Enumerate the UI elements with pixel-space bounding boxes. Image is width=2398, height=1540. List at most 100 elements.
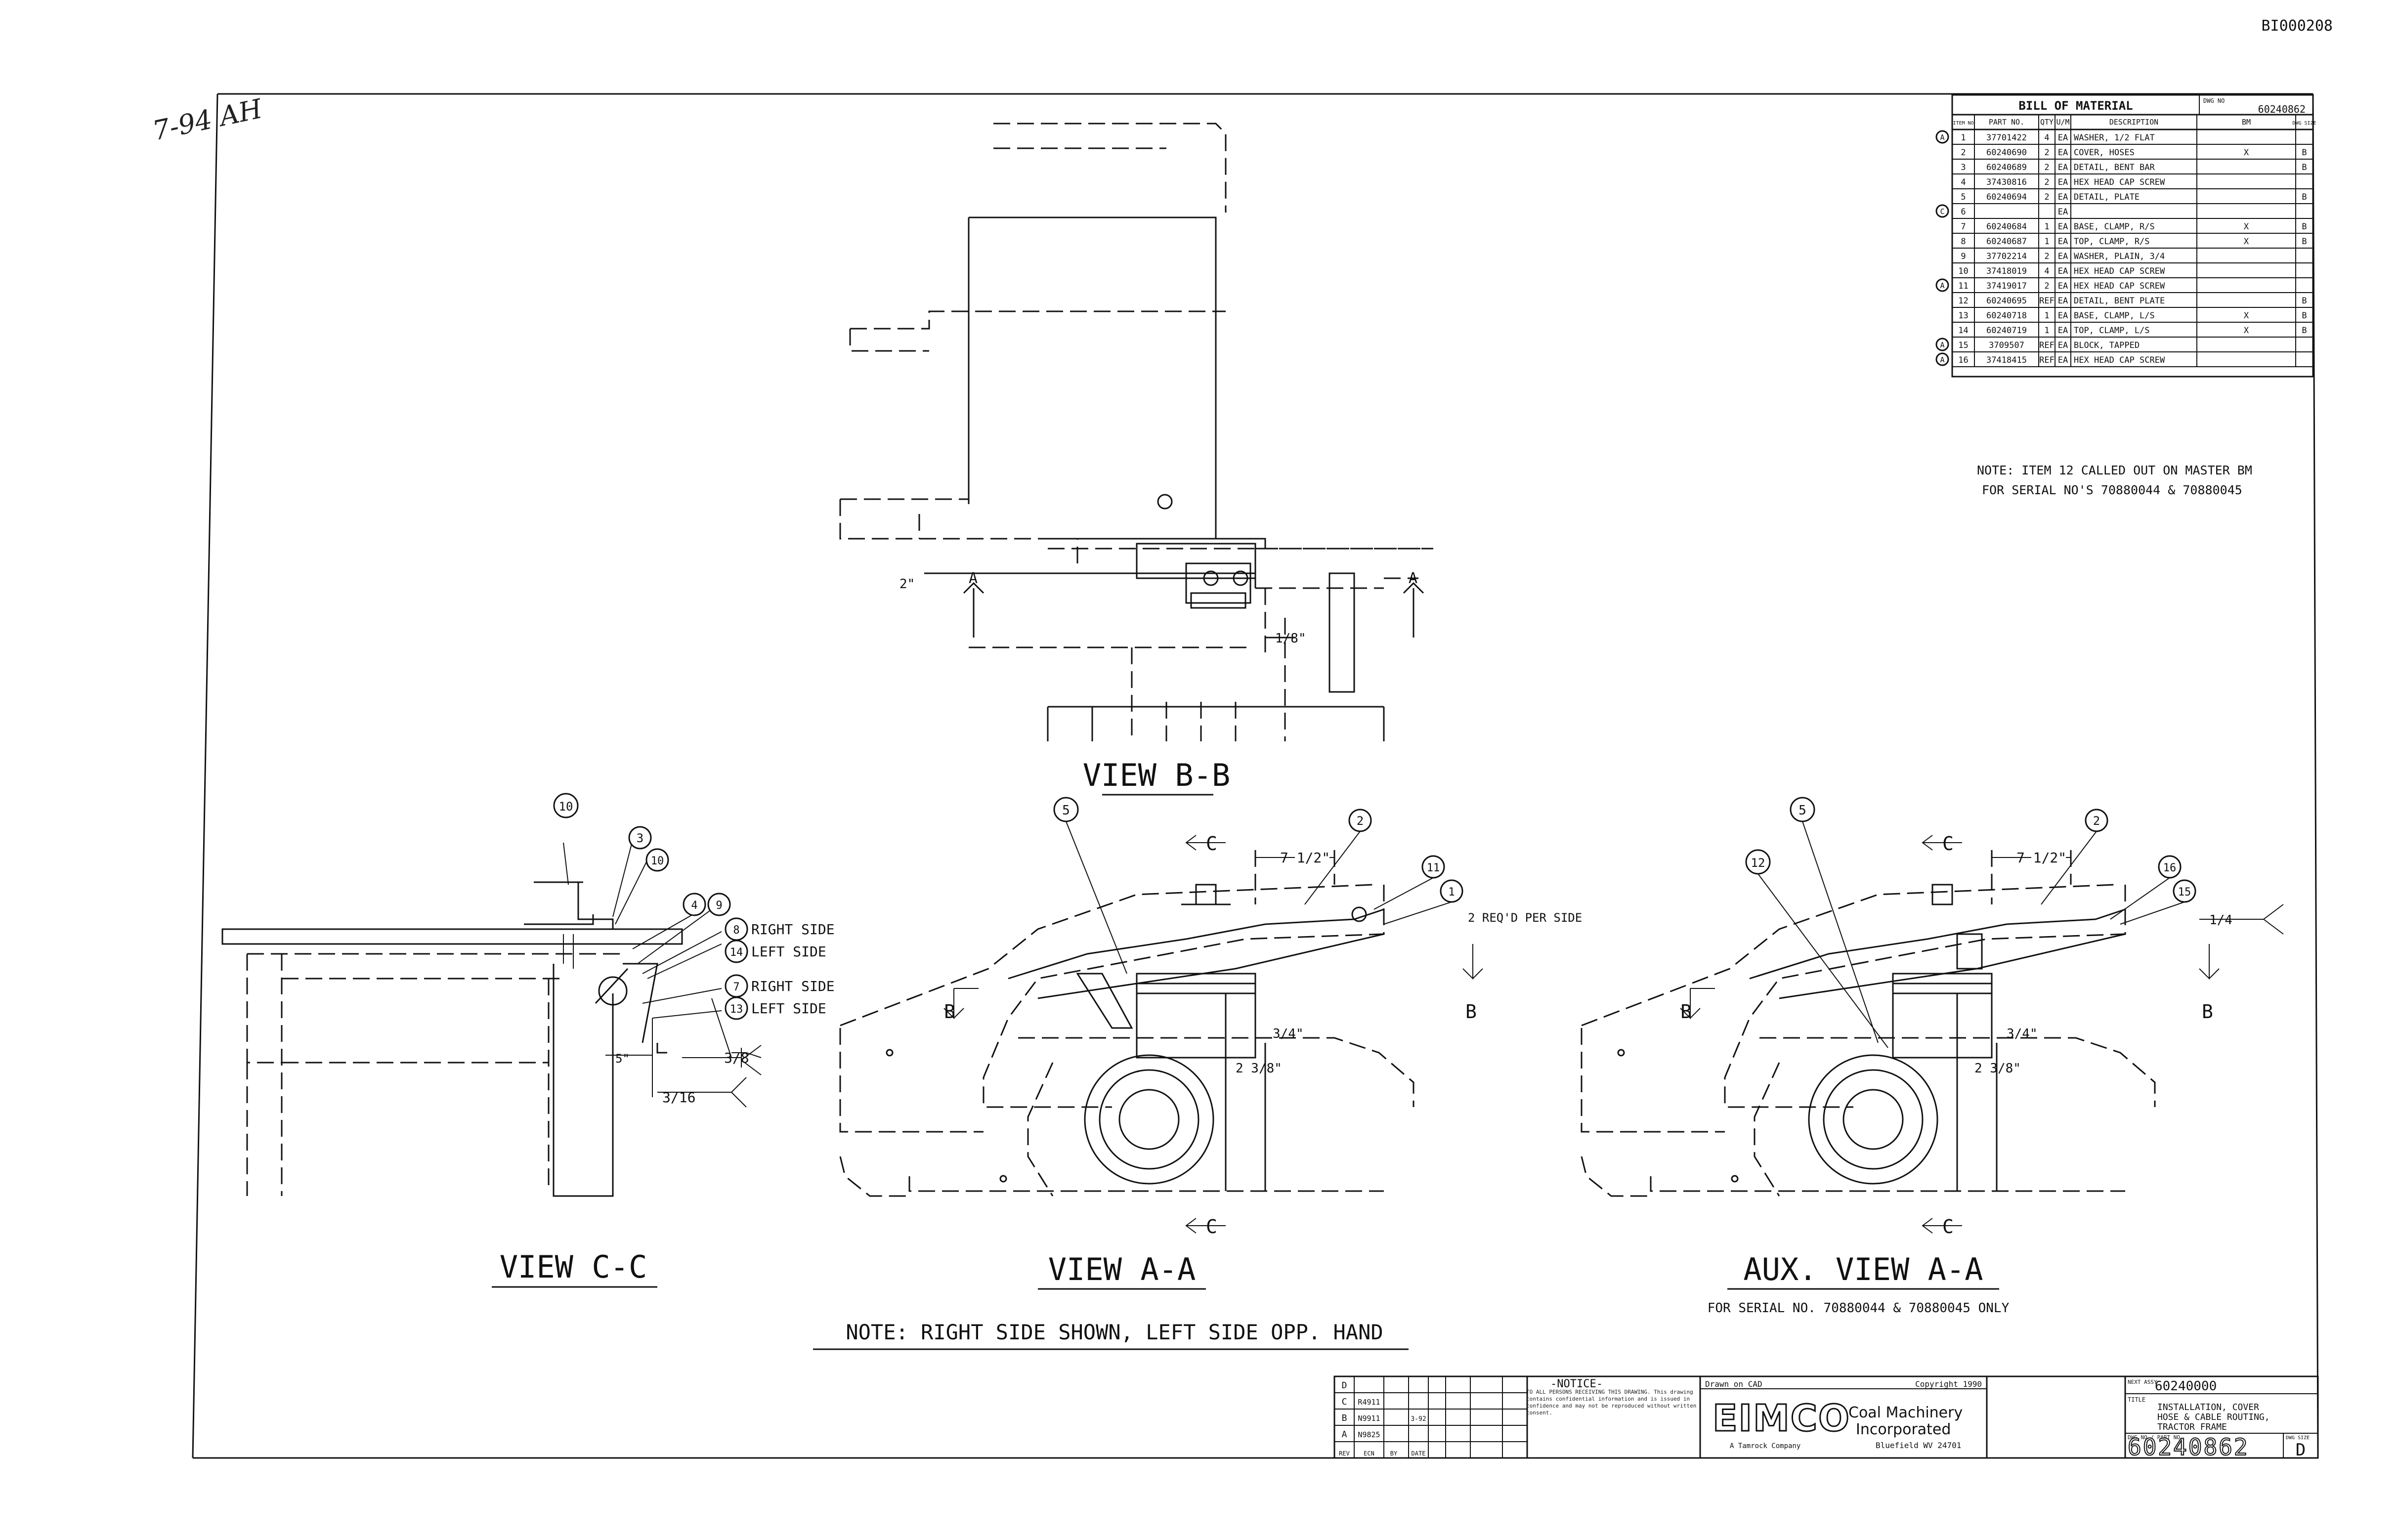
svg-text:4: 4 bbox=[691, 899, 697, 912]
bom-cell-item: 16 bbox=[1958, 355, 1968, 365]
bom-cell-bm: X bbox=[2244, 237, 2249, 247]
bom-cell-part: 60240690 bbox=[1986, 148, 2027, 158]
revision-marker bbox=[1935, 130, 1949, 144]
bom-cell-um: EA bbox=[2058, 163, 2068, 172]
bom-header: DESCRIPTION bbox=[2109, 118, 2158, 127]
bom-cell-desc: HEX HEAD CAP SCREW bbox=[2074, 281, 2165, 291]
bom-cell-desc: DETAIL, BENT BAR bbox=[2074, 163, 2155, 172]
bom-cell-size: B bbox=[2302, 148, 2307, 158]
bom-cell-item: 3 bbox=[1961, 163, 1966, 172]
handwritten-note: 7-94 AH bbox=[150, 93, 265, 147]
bom-cell-part: 60240689 bbox=[1986, 163, 2027, 172]
bom-title: BILL OF MATERIAL bbox=[2018, 99, 2133, 113]
bom-cell-item: 1 bbox=[1961, 133, 1966, 143]
section-a-right: A bbox=[1409, 570, 1417, 587]
view-c-c-title: VIEW C-C bbox=[500, 1249, 647, 1285]
aa-dim-7-half: 7 1/2" bbox=[1280, 850, 1330, 866]
bom-rev-letter: C bbox=[1940, 207, 1944, 216]
aa-section-b-left: B bbox=[944, 1001, 955, 1023]
view-b-b-title: VIEW B-B bbox=[1083, 757, 1231, 793]
dim-1-8-inch: 1/8" bbox=[1275, 631, 1306, 646]
bottom-note: NOTE: RIGHT SIDE SHOWN, LEFT SIDE OPP. H… bbox=[846, 1320, 1383, 1344]
rev-ecn: N9825 bbox=[1358, 1430, 1380, 1439]
bom-cell-um: EA bbox=[2058, 222, 2068, 232]
bom-cell-item: 5 bbox=[1961, 192, 1966, 202]
dwg-number: 60240862 bbox=[2128, 1434, 2249, 1460]
bom-cell-qty: 2 bbox=[2044, 281, 2049, 291]
svg-text:14: 14 bbox=[730, 946, 743, 959]
rev-header: BY bbox=[1390, 1450, 1398, 1457]
aux-section-b-left: B bbox=[1680, 1001, 1692, 1023]
bom-cell-part: 60240719 bbox=[1986, 326, 2027, 336]
bom-cell-um: EA bbox=[2058, 296, 2068, 306]
bom-cell-part: 37418019 bbox=[1986, 266, 2027, 276]
bom-cell-um: EA bbox=[2058, 266, 2068, 276]
bom-cell-desc: HEX HEAD CAP SCREW bbox=[2074, 266, 2165, 276]
bom-cell-um: EA bbox=[2058, 326, 2068, 336]
weld-3-8: 3/8 bbox=[724, 1050, 749, 1066]
aux-section-c-bottom: C bbox=[1942, 1216, 1954, 1238]
rev-letter: C bbox=[1342, 1397, 1347, 1407]
bom-cell-desc: WASHER, 1/2 FLAT bbox=[2074, 133, 2155, 143]
bom-header: BM bbox=[2242, 118, 2251, 127]
size-value: D bbox=[2296, 1440, 2306, 1460]
bom-cell-desc: DETAIL, BENT PLATE bbox=[2074, 296, 2165, 306]
view-a-a-title: VIEW A-A bbox=[1048, 1251, 1196, 1287]
bom-rev-letter: A bbox=[1940, 341, 1944, 349]
svg-text:10: 10 bbox=[559, 800, 573, 813]
bom-cell-item: 6 bbox=[1961, 207, 1966, 217]
bom-cell-bm: X bbox=[2244, 222, 2249, 232]
bom-cell-desc: BASE, CLAMP, R/S bbox=[2074, 222, 2155, 232]
notice-text: TO ALL PERSONS RECEIVING THIS DRAWING. T… bbox=[1526, 1389, 1697, 1416]
bom-cell-um: EA bbox=[2058, 355, 2068, 365]
bom-cell-part: 60240695 bbox=[1986, 296, 2027, 306]
rev-ecn: N9911 bbox=[1358, 1414, 1380, 1423]
bom-cell-size: B bbox=[2302, 192, 2307, 202]
dim-2-inch: 2" bbox=[899, 577, 915, 592]
bom-cell-part: 37418415 bbox=[1986, 355, 2027, 365]
bom-cell-part: 60240687 bbox=[1986, 237, 2027, 247]
cc-left-side-label-2: LEFT SIDE bbox=[751, 1000, 826, 1017]
bom-cell-qty: REF bbox=[2039, 296, 2055, 306]
title-line-1: INSTALLATION, COVER bbox=[2157, 1402, 2259, 1412]
bom-cell-qty: 1 bbox=[2044, 326, 2049, 336]
bom-cell-um: EA bbox=[2058, 311, 2068, 321]
svg-text:10: 10 bbox=[651, 855, 664, 867]
bom-cell-part: 60240684 bbox=[1986, 222, 2027, 232]
bom-header: U/M bbox=[2056, 118, 2069, 127]
rev-letter: D bbox=[1342, 1380, 1347, 1391]
title-line-3: TRACTOR FRAME bbox=[2157, 1422, 2227, 1432]
bom-dwg-label: DWG NO bbox=[2203, 97, 2225, 104]
bom-cell-desc: HEX HEAD CAP SCREW bbox=[2074, 177, 2165, 187]
rev-date: 3-92 bbox=[1411, 1415, 1426, 1423]
bom-cell-qty: 2 bbox=[2044, 148, 2049, 158]
company-city: Bluefield WV 24701 bbox=[1876, 1441, 1961, 1450]
view-b-b-drawing: A A 2" 1/8" bbox=[839, 123, 1433, 741]
bom-cell-desc: TOP, CLAMP, L/S bbox=[2074, 326, 2150, 336]
aa-dim-2-3-8: 2 3/8" bbox=[1236, 1061, 1282, 1076]
bom-cell-bm: X bbox=[2244, 326, 2249, 336]
aux-weld-1-4: 1/4 bbox=[2209, 913, 2232, 928]
dim-5-inch: 5" bbox=[615, 1052, 630, 1066]
bom-cell-part: 37701422 bbox=[1986, 133, 2027, 143]
bom-cell-qty: 2 bbox=[2044, 192, 2049, 202]
bom-cell-item: 15 bbox=[1958, 341, 1968, 350]
bom-cell-size: B bbox=[2302, 326, 2307, 336]
bom-cell-desc: BASE, CLAMP, L/S bbox=[2074, 311, 2155, 321]
revision-marker bbox=[1935, 338, 1949, 351]
company-logo: EIMCO bbox=[1713, 1397, 1850, 1440]
svg-text:12: 12 bbox=[1751, 856, 1765, 870]
rev-header: ECN bbox=[1364, 1450, 1374, 1457]
bom-cell-desc: BLOCK, TAPPED bbox=[2074, 341, 2140, 350]
svg-text:2: 2 bbox=[2093, 814, 2100, 828]
master-bm-note-line2: FOR SERIAL NO'S 70880044 & 70880045 bbox=[1982, 483, 2242, 497]
bom-cell-size: B bbox=[2302, 237, 2307, 247]
bom-cell-desc: HEX HEAD CAP SCREW bbox=[2074, 355, 2165, 365]
svg-text:2: 2 bbox=[1357, 814, 1364, 828]
svg-text:11: 11 bbox=[1427, 862, 1440, 874]
bom-cell-um: EA bbox=[2058, 207, 2068, 217]
bom-cell-size: B bbox=[2302, 296, 2307, 306]
weld-3-16: 3/16 bbox=[662, 1089, 695, 1106]
bom-cell-item: 13 bbox=[1958, 311, 1968, 321]
